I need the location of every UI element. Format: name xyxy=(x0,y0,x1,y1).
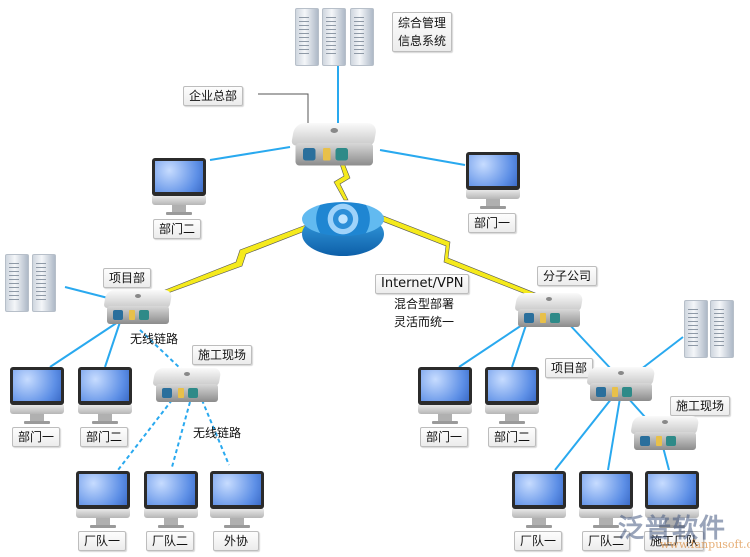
l-project-router-icon xyxy=(103,290,173,330)
wireless-l-site-team1 xyxy=(117,399,173,471)
r-server-1 xyxy=(684,300,708,358)
hq-label: 企业总部 xyxy=(183,86,244,106)
internet-caption-2: 灵活而统一 xyxy=(394,315,455,329)
link-l-project-dept2 xyxy=(104,321,121,368)
hq-router-icon xyxy=(291,123,378,173)
internet-caption-1: 混合型部署 xyxy=(394,297,455,311)
r-server-2 xyxy=(710,300,734,358)
l-server-1 xyxy=(5,254,29,312)
internet-label: Internet/VPN xyxy=(375,274,470,294)
link-r-project-site xyxy=(627,397,646,418)
link-l-project-server xyxy=(64,286,109,299)
r-site-router-icon xyxy=(630,416,700,456)
l-dept1-label: 部门一 xyxy=(12,427,61,447)
r-team3-label: 施工厂队 xyxy=(644,531,705,551)
l-outsource-monitor-icon xyxy=(210,471,264,529)
r-team1-label: 厂队一 xyxy=(514,531,563,551)
l-team1-monitor-icon xyxy=(76,471,130,529)
hq-server-3 xyxy=(350,8,374,66)
hq-server-1 xyxy=(295,8,319,66)
server-label: 综合管理 信息系统 xyxy=(392,12,453,52)
link-r-project-server xyxy=(639,336,684,371)
hq-dept1-monitor-icon xyxy=(466,152,520,210)
l-team1-label: 厂队一 xyxy=(78,531,127,551)
r-team2-monitor-icon xyxy=(579,471,633,529)
link-r-branch-project xyxy=(567,322,613,371)
l-project-label: 项目部 xyxy=(103,268,152,288)
wireless-l-site-team2 xyxy=(171,401,191,468)
l-site-router-icon xyxy=(152,368,222,408)
r-dept1-monitor-icon xyxy=(418,367,472,425)
hq-dept2-label: 部门二 xyxy=(153,219,202,239)
wireless-l-site-outsource xyxy=(201,399,230,466)
link-r-branch-dept2 xyxy=(511,324,527,368)
r-branch-label: 分子公司 xyxy=(537,266,598,286)
link-r-site-team3 xyxy=(662,446,670,471)
r-team2-label: 厂队二 xyxy=(582,531,631,551)
link-r-project-team1 xyxy=(554,397,613,471)
link-r-branch-dept1 xyxy=(458,324,523,368)
l-site-label: 施工现场 xyxy=(192,345,253,365)
watermark-url: www.fanpusoft.com xyxy=(660,538,750,551)
server-label-line2: 信息系统 xyxy=(398,34,447,48)
r-branch-router-icon xyxy=(514,293,584,333)
l-dept1-monitor-icon xyxy=(10,367,64,425)
watermark-brand: 泛普软件 xyxy=(618,514,727,544)
link-l-project-dept1 xyxy=(49,321,119,368)
link-r-project-team2 xyxy=(607,397,621,471)
l-outsource-label: 外协 xyxy=(213,531,260,551)
link-hq-dept1 xyxy=(379,149,466,166)
hq-dept1-label: 部门一 xyxy=(468,213,517,233)
l-team2-label: 厂队二 xyxy=(146,531,195,551)
r-project-label: 项目部 xyxy=(545,358,594,378)
hq-dept2-monitor-icon xyxy=(152,158,206,216)
r-dept1-label: 部门一 xyxy=(420,427,469,447)
l-dept2-label: 部门二 xyxy=(80,427,129,447)
l-dept2-monitor-icon xyxy=(78,367,132,425)
r-dept2-monitor-icon xyxy=(485,367,539,425)
l-wireless-label-1: 无线链路 xyxy=(130,332,179,346)
r-team3-monitor-icon xyxy=(645,471,699,529)
r-project-router-icon xyxy=(586,367,656,407)
hq-server-2 xyxy=(322,8,346,66)
r-site-label: 施工现场 xyxy=(670,396,731,416)
hq-label-leader xyxy=(258,93,309,130)
wireless-l-project-site xyxy=(139,329,183,371)
l-wireless-label-2: 无线链路 xyxy=(193,426,242,440)
r-dept2-label: 部门二 xyxy=(488,427,537,447)
link-hq-dept2 xyxy=(209,146,291,161)
l-server-2 xyxy=(32,254,56,312)
l-team2-monitor-icon xyxy=(144,471,198,529)
r-team1-monitor-icon xyxy=(512,471,566,529)
internet-cloud-icon xyxy=(302,202,384,262)
server-label-line1: 综合管理 xyxy=(398,16,447,30)
